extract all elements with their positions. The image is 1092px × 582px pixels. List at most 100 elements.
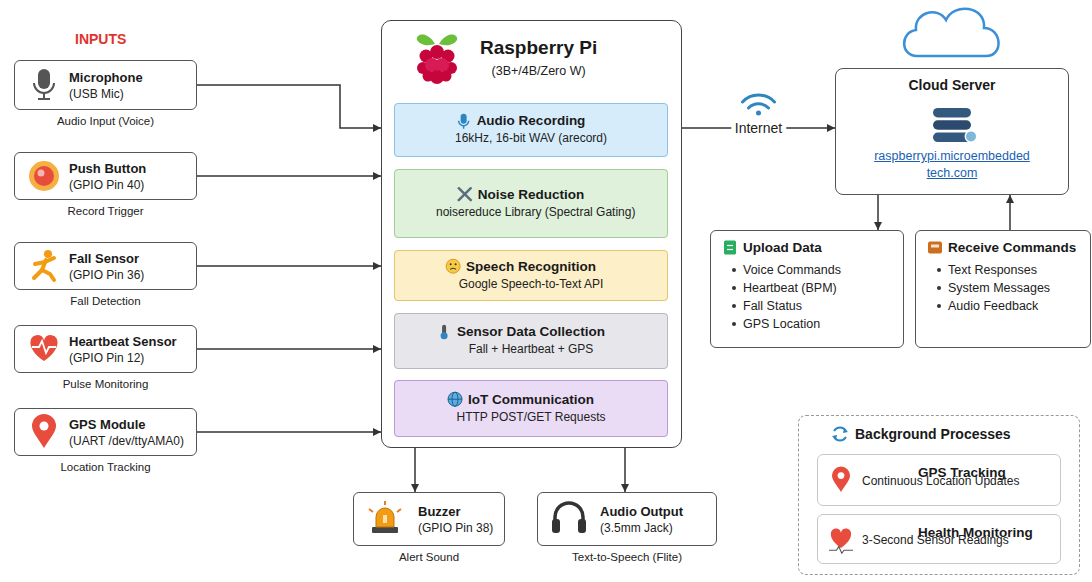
button-icon (29, 161, 59, 191)
face-icon (446, 259, 460, 273)
heart-icon (30, 335, 57, 361)
arrow-connector (624, 448, 626, 492)
microphone-icon (463, 126, 465, 129)
pin-icon (32, 414, 56, 448)
raspberry-logo (439, 35, 457, 46)
process-box: Speech RecognitionGoogle Speech-to-Text … (394, 250, 668, 301)
cloud-icon (904, 9, 998, 56)
arrow-connector (197, 431, 381, 433)
list-row: Voice Commands (711, 261, 903, 279)
upload-icon (727, 245, 733, 246)
sensor-icon (441, 325, 448, 340)
heart-icon (30, 335, 57, 361)
bullet-dot (732, 286, 736, 290)
arrow-connector (197, 175, 381, 177)
list-item: System Messages (948, 281, 1050, 295)
device-box: Buzzer(GPIO Pin 38)Alert Sound (353, 492, 505, 546)
box-title: Fall Sensor (69, 251, 192, 266)
button-icon (38, 170, 45, 177)
box-caption: Location Tracking (0, 461, 226, 473)
box-detail: Fall + Heartbeat + GPS (469, 342, 594, 358)
raspberry-logo (423, 71, 434, 82)
list-row: GPS Location (711, 315, 903, 333)
button-icon (29, 161, 59, 191)
pin-label: (GPIO Pin 12) (69, 351, 192, 365)
box-detail: HTTP POST/GET Requests (457, 410, 606, 426)
fall-icon (44, 250, 52, 258)
headphones-icon (552, 503, 586, 533)
list-row: Audio Feedback (916, 297, 1090, 315)
bullet-dot (937, 304, 941, 308)
list-item: Text Responses (948, 263, 1037, 277)
fall-icon (34, 250, 54, 280)
box-title: Push Button (69, 161, 192, 176)
microphone-icon (34, 69, 54, 99)
box-title: Heartbeat Sensor (69, 334, 192, 349)
box-fill (394, 103, 668, 157)
globe-icon (448, 392, 462, 406)
face-icon (450, 263, 452, 265)
buzzer-icon (383, 515, 387, 523)
refresh-icon (843, 428, 848, 433)
bullet-dot (937, 268, 941, 272)
box-fill (394, 250, 668, 301)
refresh-icon (832, 435, 837, 440)
text-group: Noise Reductionnoisereduce Library (Spec… (395, 170, 667, 237)
box-title: Cloud Server (836, 77, 1068, 93)
section-label: INPUTS (75, 31, 126, 47)
box-title: Upload Data (743, 240, 903, 255)
connector-layer (197, 85, 1010, 492)
wifi-icon (749, 104, 769, 108)
box-detail: noisereduce Library (Spectral Gating) (436, 205, 626, 221)
box-detail: 3-Second Sensor Readings (862, 533, 1056, 547)
box-detail: 16kHz, 16-bit WAV (arecord) (455, 131, 607, 147)
text-group: Sensor Data CollectionFall + Heartbeat +… (395, 314, 667, 368)
sensor-icon (441, 332, 448, 339)
arrow-connector (414, 448, 416, 492)
process-box: Noise Reductionnoisereduce Library (Spec… (394, 169, 668, 238)
box-fill (394, 313, 668, 369)
text-group: Microphone(USB Mic) (69, 61, 192, 109)
process-box: IoT CommunicationHTTP POST/GET Requests (394, 380, 668, 437)
device-box: GPS Module(UART /dev/ttyAMA0)Location Tr… (14, 408, 197, 456)
device-box: Audio Output(3.5mm Jack)Text-to-Speech (… (537, 492, 717, 546)
box-detail: Continuous Location Updates (862, 474, 1056, 488)
globe-icon (448, 392, 462, 406)
server-box: Cloud Server raspberrypi.microembedded te… (835, 68, 1069, 195)
upload-icon (727, 249, 733, 250)
text-group: Heartbeat Sensor (GPIO Pin 12) (69, 326, 192, 372)
list-item: Voice Commands (743, 263, 841, 277)
box-title: Raspberry Pi (480, 37, 597, 59)
tools-icon (459, 188, 471, 200)
cloud-icon (904, 9, 998, 56)
arrow-connector (197, 265, 381, 267)
list-item: Audio Feedback (948, 299, 1038, 313)
bullet-dot (732, 322, 736, 326)
pin-label: (GPIO Pin 38) (418, 521, 500, 535)
heart-icon (831, 529, 851, 549)
heart-icon (32, 341, 56, 353)
database-icon (933, 108, 977, 142)
arrow-connector (1009, 195, 1011, 230)
raspberry-logo (435, 58, 449, 72)
text-group: Push Button (GPIO Pin 40) (69, 153, 192, 199)
box-caption: Fall Detection (0, 295, 226, 307)
buzzer-icon (376, 508, 394, 527)
pin-icon (832, 467, 850, 493)
database-icon (965, 131, 976, 142)
tools-icon (459, 188, 471, 200)
model-label: (3B+/4B/Zero W) (480, 64, 597, 78)
box-title: Speech Recognition (466, 259, 596, 274)
list-item: Fall Status (743, 299, 802, 313)
pin-label: (GPIO Pin 40) (69, 178, 192, 192)
pin-icon (832, 467, 850, 493)
text-group: Audio Output(3.5mm Jack) (600, 493, 712, 545)
list-row: Heartbeat (BPM) (711, 279, 903, 297)
device-box: Push Button(GPIO Pin 40)Record Trigger (14, 152, 197, 200)
box-fill (394, 103, 668, 437)
process-box: Health Monitoring3-Second Sensor Reading… (817, 514, 1061, 564)
arrow-connector (877, 195, 879, 230)
server-url: raspberrypi.microembedded tech.com (867, 148, 1037, 182)
buzzer-icon (369, 501, 401, 533)
fall-icon (34, 258, 54, 280)
